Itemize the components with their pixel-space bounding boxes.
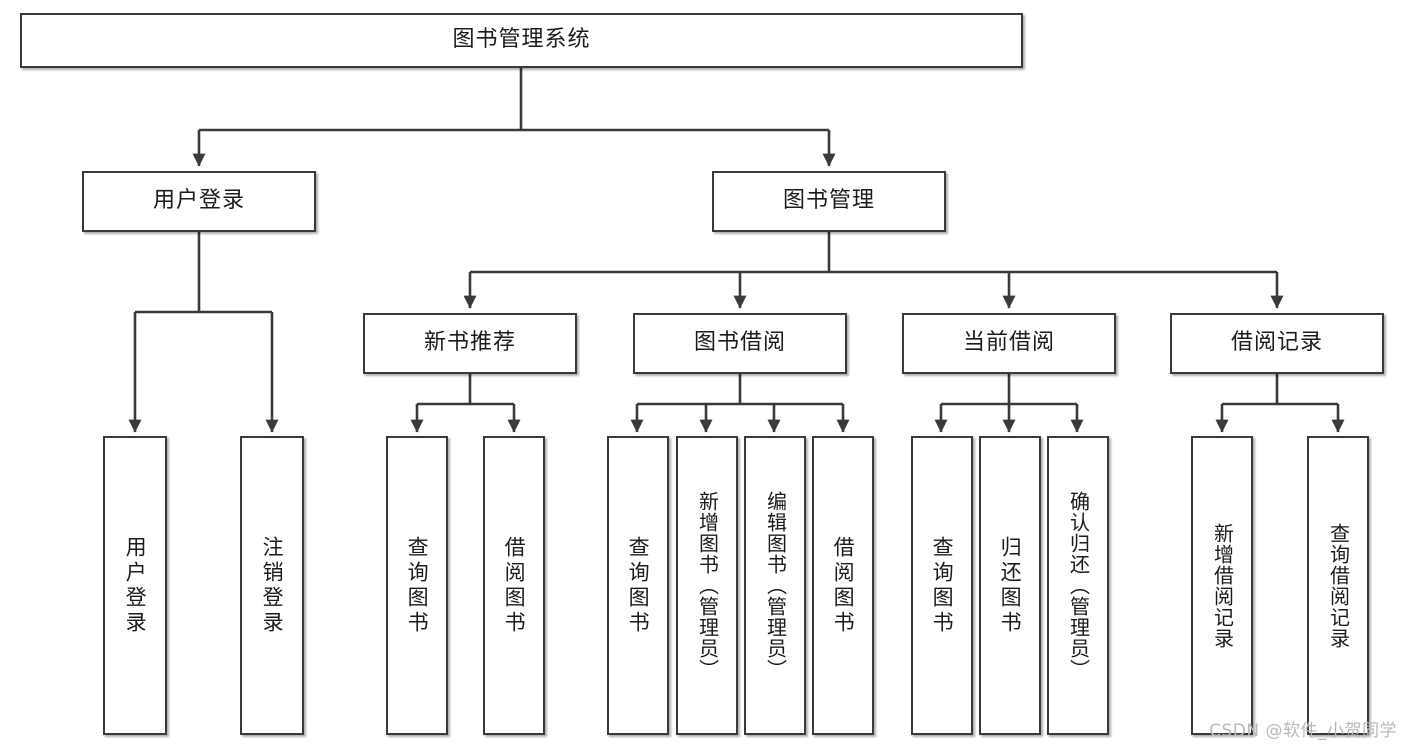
node-new-book-recommend[interactable]: 新书推荐 bbox=[363, 313, 577, 374]
csdn-watermark: CSDN @软件_小贺同学 bbox=[1209, 721, 1397, 741]
node-root-system[interactable]: 图书管理系统 bbox=[20, 13, 1023, 68]
leaf-currentborrow-return-book[interactable]: 归还图书 bbox=[979, 436, 1041, 735]
leaf-newbook-query-book[interactable]: 查询图书 bbox=[386, 436, 448, 735]
leaf-logout[interactable]: 注销登录 bbox=[240, 436, 304, 735]
leaf-bookborrow-borrow-book[interactable]: 借阅图书 bbox=[812, 436, 874, 735]
leaf-bookborrow-edit-book-admin[interactable]: 编辑图书（管理员） bbox=[744, 436, 806, 735]
leaf-bookborrow-query-book[interactable]: 查询图书 bbox=[607, 436, 669, 735]
node-borrow-record[interactable]: 借阅记录 bbox=[1170, 313, 1384, 374]
leaf-newbook-borrow-book[interactable]: 借阅图书 bbox=[483, 436, 545, 735]
leaf-user-login[interactable]: 用户登录 bbox=[103, 436, 167, 735]
leaf-borrowrecord-add-record[interactable]: 新增借阅记录 bbox=[1191, 436, 1253, 735]
node-user-login[interactable]: 用户登录 bbox=[82, 171, 316, 232]
leaf-currentborrow-confirm-return-admin[interactable]: 确认归还（管理员） bbox=[1047, 436, 1109, 735]
leaf-currentborrow-query-book[interactable]: 查询图书 bbox=[911, 436, 973, 735]
node-current-borrow[interactable]: 当前借阅 bbox=[902, 313, 1116, 374]
leaf-borrowrecord-query-record[interactable]: 查询借阅记录 bbox=[1307, 436, 1369, 735]
node-book-management[interactable]: 图书管理 bbox=[712, 171, 946, 232]
leaf-bookborrow-add-book-admin[interactable]: 新增图书（管理员） bbox=[676, 436, 738, 735]
node-book-borrow[interactable]: 图书借阅 bbox=[633, 313, 847, 374]
